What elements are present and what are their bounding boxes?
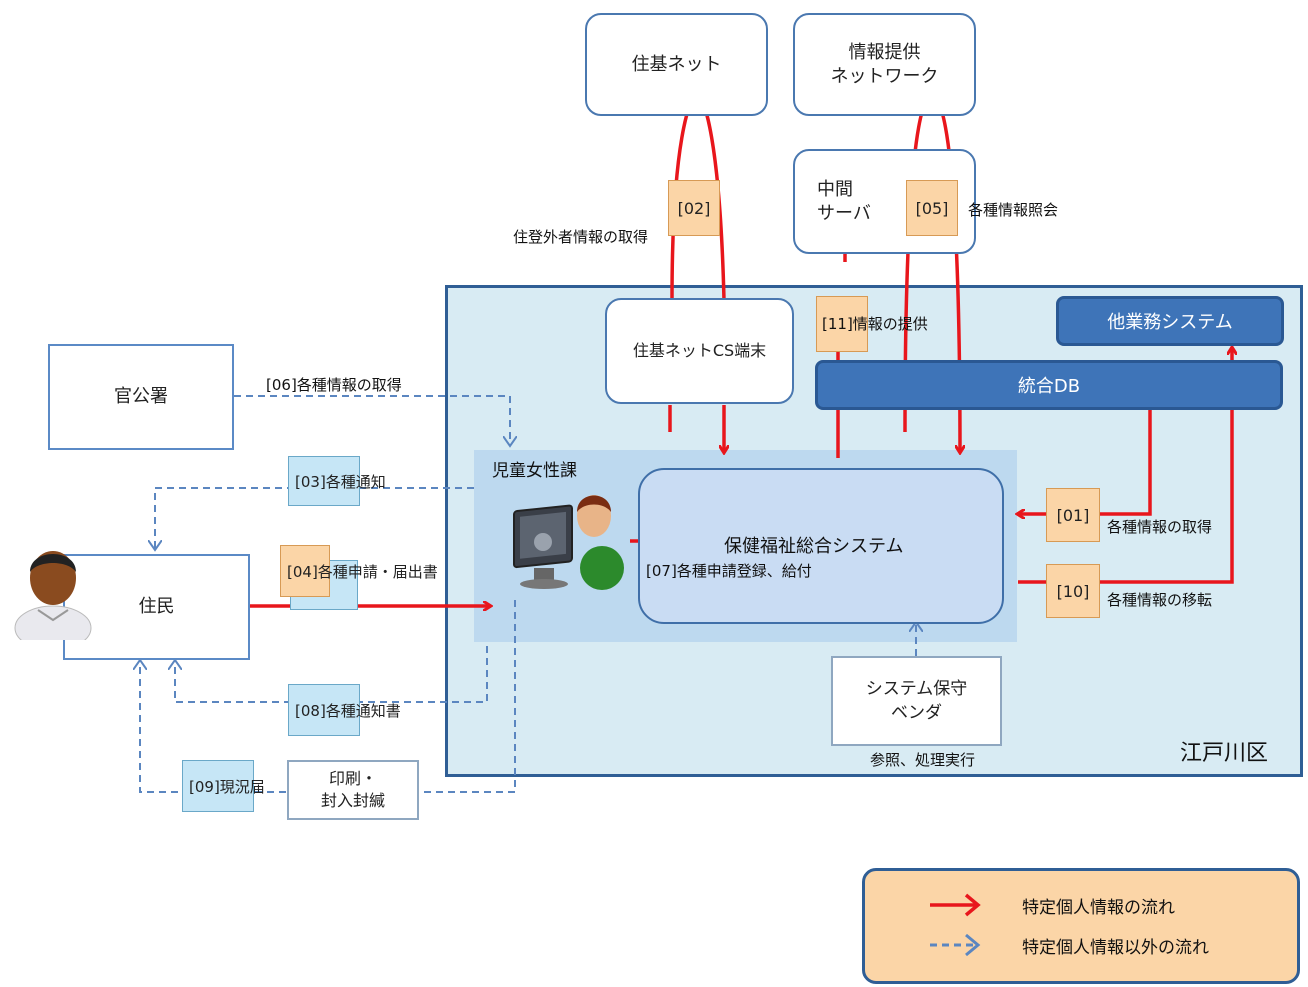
dept-label: 児童女性課 xyxy=(492,461,577,481)
flow-09-doc: [09]現況届 xyxy=(182,760,265,812)
flow-11-label: [11]情報の提供 xyxy=(822,315,928,333)
integrated-db-label: 統合DB xyxy=(1017,376,1081,397)
flow-10-tag: [10] xyxy=(1046,564,1100,618)
juki-cs-label: 住基ネットCS端末 xyxy=(632,341,767,360)
other-systems-bar: 他業務システム xyxy=(1056,296,1284,346)
legend-blue-label: 特定個人情報以外の流れ xyxy=(1022,938,1209,958)
flow-06-label: [06]各種情報の取得 xyxy=(266,376,402,394)
flow-07-label: [07]各種申請登録、給付 xyxy=(646,562,812,580)
info-network-box: 情報提供 ネットワーク xyxy=(793,13,976,116)
vendor-box: システム保守 ベンダ xyxy=(831,656,1002,746)
integrated-db-bar: 統合DB xyxy=(815,360,1283,410)
resident-person-icon xyxy=(14,551,92,640)
middle-server-label: 中間 サーバ xyxy=(817,178,871,224)
vendor-label: システム保守 ベンダ xyxy=(865,679,968,723)
flow-02-tag: [02] xyxy=(668,180,720,236)
legend-blue-arrow-icon xyxy=(930,933,981,957)
print-box: 印刷・ 封入封緘 xyxy=(287,760,419,820)
government-box: 官公署 xyxy=(48,344,234,450)
flow-04-tag: [04]各種申請・届出書 xyxy=(280,545,438,597)
info-network-label: 情報提供 ネットワーク xyxy=(830,41,939,87)
flow-05-label: 各種情報照会 xyxy=(968,201,1059,219)
staff-computer-icon xyxy=(513,495,624,590)
other-systems-label: 他業務システム xyxy=(1107,312,1233,333)
government-label: 官公署 xyxy=(114,386,168,407)
flow-08-doc: [08]各種通知書 xyxy=(288,684,401,736)
legend-box xyxy=(862,868,1300,984)
legend-red-label: 特定個人情報の流れ xyxy=(1022,898,1175,918)
juki-cs-box: 住基ネットCS端末 xyxy=(605,298,794,404)
flow-01-tag: [01] xyxy=(1046,488,1100,542)
welfare-system-label: 保健福祉総合システム xyxy=(724,536,904,557)
legend-red-arrow-icon xyxy=(930,893,981,917)
flow-10-label: 各種情報の移転 xyxy=(1107,591,1213,609)
flow-05-tag: [05] xyxy=(906,180,958,236)
welfare-system-box xyxy=(638,468,1004,624)
flow-11-tag xyxy=(816,296,868,352)
resident-box: 住民 xyxy=(63,554,250,660)
ward-label: 江戸川区 xyxy=(1180,741,1269,766)
print-label: 印刷・ 封入封緘 xyxy=(320,769,385,810)
flow-03-doc: [03]各種通知 xyxy=(288,456,386,506)
juki-net-label: 住基ネット xyxy=(631,53,722,75)
resident-label: 住民 xyxy=(138,596,175,617)
flow-02-label: 住登外者情報の取得 xyxy=(513,228,649,246)
juki-net-box: 住基ネット xyxy=(585,13,768,116)
flow-01-label: 各種情報の取得 xyxy=(1107,518,1213,536)
vendor-action-label: 参照、処理実行 xyxy=(870,751,976,769)
